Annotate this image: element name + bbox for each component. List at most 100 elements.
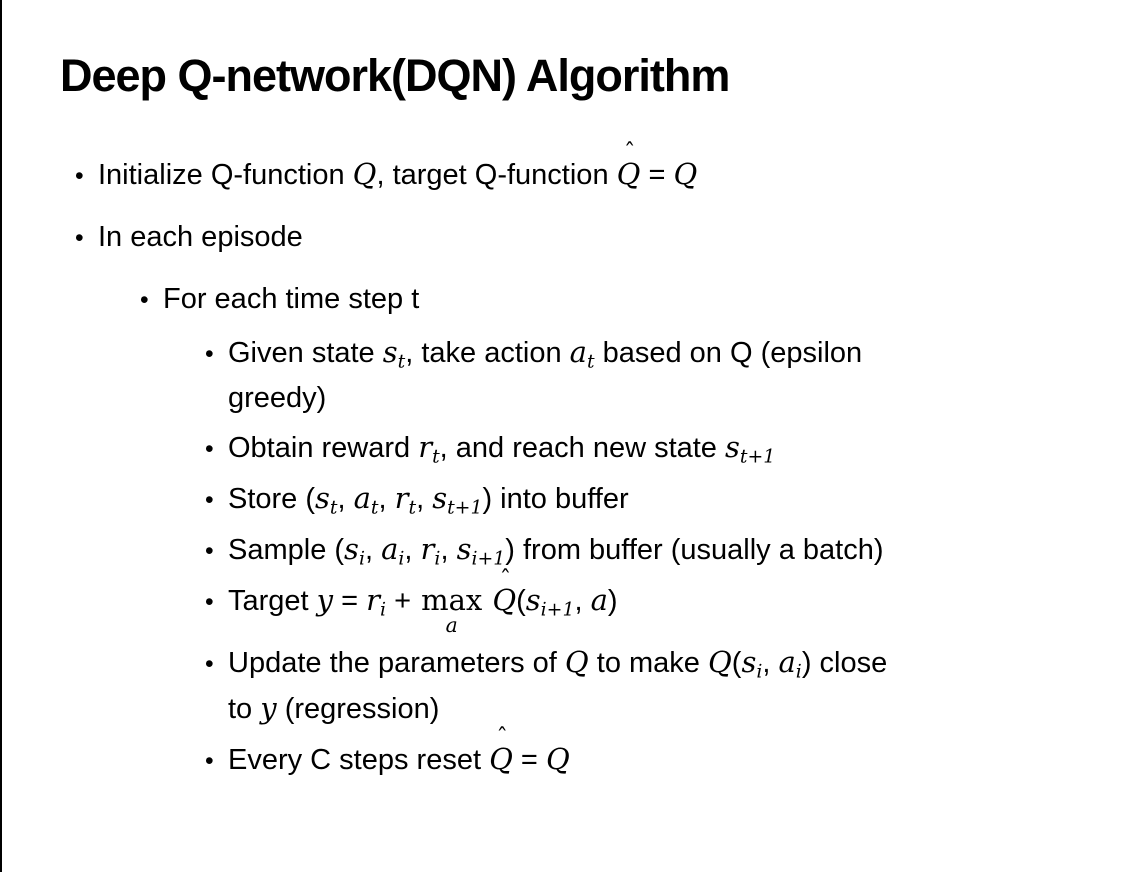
math-var: st [382,334,406,373]
text-run: greedy) [228,381,327,414]
text-run: , target Q-function [376,158,617,191]
text-run: ( [731,646,742,679]
bullet-item: •Update the parameters of Q to make Q(si… [60,640,1094,732]
math-var: ai [381,532,405,570]
bullet-item: • For each time step t [60,277,1094,322]
math-var: si [741,644,763,683]
text-run: In each episode [98,220,303,253]
text-run: Given state [228,336,383,369]
text-run [484,585,492,617]
text-run: , and reach new state [439,432,725,465]
text-run: = [512,743,546,776]
math-var: y [316,583,334,618]
bullet-text: Obtain reward rt, and reach new state st… [228,425,1094,471]
bullet-marker-icon: • [205,538,214,566]
bullet-text: Update the parameters of Q to make Q(si,… [228,640,1094,732]
math-var: rt [418,430,440,469]
text-run: to make [588,646,708,679]
text-run: ) close [801,646,888,679]
math-var: y [260,690,277,725]
math-var: st+1 [432,481,483,520]
math-var: Q [352,156,377,191]
math-var: Q [564,644,589,679]
bullet-list: •Initialize Q-function Q, target Q-funct… [60,139,1094,783]
bullet-marker-icon: • [205,747,214,775]
text-run: ) from buffer (usually a batch) [505,534,884,567]
math-var: at [353,481,379,520]
text-run: ( [516,585,526,618]
text-run: Store ( [228,483,316,516]
math-var: a [590,583,608,618]
text-run: , [404,534,421,567]
text-run: (regression) [276,692,440,725]
math-var: ai [778,644,802,683]
text-run: , [416,483,433,516]
math-var: si [344,532,365,570]
math-var: Q [545,741,570,776]
text-run: based on Q (epsilon [594,336,863,369]
bullet-text: In each episode [98,215,1094,260]
bullet-item: • Given state st, take action at based on… [60,330,1094,421]
text-run: to [228,692,261,725]
math-var: Q [673,156,698,191]
bullet-marker-icon: • [205,650,214,678]
text-run: = [333,585,367,618]
math-var: at [569,334,595,373]
bullet-item: •Initialize Q-function Q, target Q-funct… [60,139,1094,198]
bullet-marker-icon: • [205,436,214,464]
text-run: , [574,585,591,618]
slide-title: Deep Q-network(DQN) Algorithm [60,50,730,101]
text-run: Target [228,585,317,618]
hat-accent: ˆ [496,724,508,752]
bullet-item: • Store (st, at, rt, st+1) into buffer [60,476,1094,522]
text-run: , take action [405,336,570,369]
text-run: = [640,158,674,191]
text-run: ) into buffer [482,483,629,516]
math-var: ri [366,583,387,621]
bullet-text: Initialize Q-function Q, target Q-functi… [98,139,1094,198]
math-var: si+1 [525,583,575,621]
bullet-marker-icon: • [205,487,214,515]
text-run: , [364,534,382,567]
bullet-text: Store (st, at, rt, st+1) into buffer [228,476,1094,522]
slide-left-border [0,0,2,872]
text-run: Initialize Q-function [98,158,353,191]
bullet-text: Sample (si, ai, ri, si+1) from buffer (u… [228,527,1094,573]
bullet-marker-icon: • [205,589,214,617]
bullet-item: • Sample (si, ai, ri, si+1) from buffer (… [60,527,1094,573]
bullet-item: • In each episode [60,215,1094,260]
math-var: ri [420,532,441,570]
text-run: Obtain reward [228,432,419,465]
hat-accent: ˆ [499,565,512,593]
text-run: + [386,585,420,618]
text-run: , [440,534,457,567]
bullet-marker-icon: • [140,286,149,314]
text-run: ) [607,585,618,618]
math-var: st+1 [725,430,776,469]
hat-accent: ˆ [623,139,636,167]
bullet-marker-icon: • [75,162,84,190]
bullet-text: Given state st, take action at based on … [228,330,1094,421]
text-run: , [337,483,354,516]
math-var: rt [394,481,417,520]
math-var: si+1 [456,532,506,570]
bullet-item: • Obtain reward rt, and reach new state s… [60,425,1094,471]
math-var: st [315,481,338,520]
text-run: , [762,646,779,679]
bullet-text: For each time step t [163,277,1094,322]
math-var: Q [707,644,732,679]
bullet-marker-icon: • [205,340,214,368]
text-run: , [378,483,395,516]
bullet-marker-icon: • [75,224,84,252]
text-run: For each time step t [163,282,420,315]
text-run: Update the parameters of [228,646,565,679]
